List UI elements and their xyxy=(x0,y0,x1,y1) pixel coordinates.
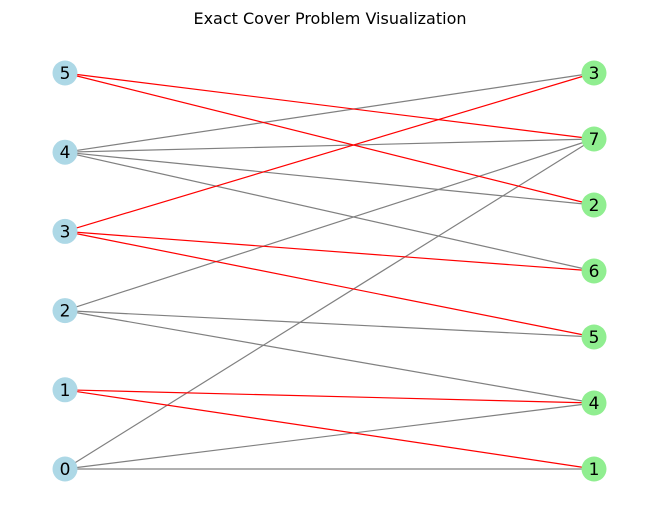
edge-3-to-6-selected xyxy=(64,230,595,272)
edge-5-to-7-selected xyxy=(64,72,595,140)
right-node-7: 7 xyxy=(581,126,607,152)
left-node-label: 4 xyxy=(60,143,71,163)
right-node-label: 3 xyxy=(589,64,600,84)
right-node-3: 3 xyxy=(581,60,607,86)
right-node-label: 4 xyxy=(589,394,600,414)
right-node-circle xyxy=(581,192,607,218)
left-node-circle xyxy=(52,218,78,244)
left-node-circle xyxy=(52,377,78,403)
left-node-circle xyxy=(52,456,78,482)
right-node-circle xyxy=(581,324,607,350)
right-node-6: 6 xyxy=(581,258,607,284)
right-node-label: 2 xyxy=(589,196,600,216)
left-node-1: 1 xyxy=(52,377,78,403)
right-node-circle xyxy=(581,390,607,416)
left-node-label: 2 xyxy=(60,302,71,322)
edge-0-to-7 xyxy=(64,138,595,470)
right-node-5: 5 xyxy=(581,324,607,350)
left-node-2: 2 xyxy=(52,298,78,324)
right-node-label: 1 xyxy=(589,460,600,480)
left-node-circle xyxy=(52,298,78,324)
edge-4-to-6 xyxy=(64,151,595,272)
left-node-label: 3 xyxy=(60,222,71,242)
edge-1-to-4-selected xyxy=(64,389,595,404)
right-node-circle xyxy=(581,456,607,482)
right-node-circle xyxy=(581,126,607,152)
edge-4-to-3 xyxy=(64,72,595,153)
edge-2-to-7 xyxy=(64,138,595,312)
right-node-2: 2 xyxy=(581,192,607,218)
left-node-label: 5 xyxy=(60,64,71,84)
edge-4-to-2 xyxy=(64,151,595,206)
edge-4-to-7 xyxy=(64,138,595,153)
edges-layer xyxy=(64,72,595,470)
edge-2-to-4 xyxy=(64,310,595,404)
edge-5-to-2-selected xyxy=(64,72,595,206)
right-node-1: 1 xyxy=(581,456,607,482)
right-node-label: 5 xyxy=(589,328,600,348)
left-node-circle xyxy=(52,139,78,165)
edge-1-to-1-selected xyxy=(64,389,595,470)
edge-0-to-4 xyxy=(64,402,595,470)
right-node-label: 6 xyxy=(589,262,600,282)
right-node-circle xyxy=(581,60,607,86)
left-node-circle xyxy=(52,60,78,86)
nodes-layer: 0 1 2 3 4 5 1 4 5 6 2 7 3 xyxy=(52,60,607,482)
left-node-label: 1 xyxy=(60,381,71,401)
edge-2-to-5 xyxy=(64,310,595,338)
left-node-4: 4 xyxy=(52,139,78,165)
left-node-label: 0 xyxy=(60,460,71,480)
right-node-4: 4 xyxy=(581,390,607,416)
figure-title: Exact Cover Problem Visualization xyxy=(193,9,466,28)
left-node-0: 0 xyxy=(52,456,78,482)
left-node-5: 5 xyxy=(52,60,78,86)
right-node-circle xyxy=(581,258,607,284)
edge-3-to-3-selected xyxy=(64,72,595,232)
edge-3-to-5-selected xyxy=(64,230,595,338)
right-node-label: 7 xyxy=(589,130,600,150)
left-node-3: 3 xyxy=(52,218,78,244)
